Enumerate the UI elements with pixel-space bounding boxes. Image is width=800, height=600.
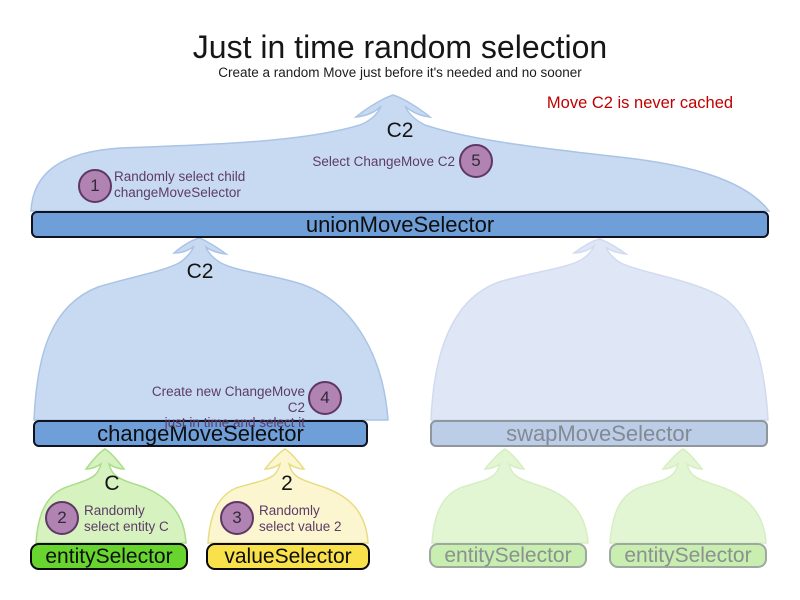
step-1-annotation: Randomly select child changeMoveSelector (114, 169, 246, 200)
move-label-change-output: C2 (186, 260, 214, 283)
step-2-badge: 2 (45, 501, 79, 535)
faded-entity-selector-bar-1: entitySelector (429, 543, 587, 568)
step-1-badge: 1 (78, 169, 112, 203)
swap-move-selector-bar: swapMoveSelector (430, 420, 768, 447)
faded-entity-2-funnel-arrow (609, 448, 767, 544)
value-selector-bar: valueSelector (206, 543, 370, 570)
step-2-annotation: Randomly select entity C (84, 503, 169, 534)
change-output-funnel-arrow (33, 237, 389, 421)
faded-entity-1-funnel-arrow (431, 448, 589, 544)
entity-selector-bar: entitySelector (30, 543, 188, 570)
step-5-annotation: Select ChangeMove C2 (312, 154, 455, 169)
move-label-entity-output: C (104, 472, 120, 495)
step-5-badge: 5 (459, 144, 493, 178)
move-label-value-output: 2 (281, 472, 293, 495)
union-move-selector-bar: unionMoveSelector (31, 211, 769, 238)
step-3-annotation: Randomly select value 2 (259, 503, 342, 534)
move-label-union-output: C2 (386, 119, 414, 142)
swap-output-funnel-arrow-faded (430, 238, 769, 421)
faded-entity-selector-bar-2: entitySelector (609, 543, 767, 568)
change-move-selector-bar: changeMoveSelector (33, 420, 368, 447)
step-4-annotation: Create new ChangeMove C2 just in time an… (151, 384, 305, 430)
never-cached-note: Move C2 is never cached (546, 94, 734, 112)
page-title: Just in time random selection (192, 29, 608, 65)
page-subtitle: Create a random Move just before it's ne… (218, 65, 582, 80)
step-3-badge: 3 (220, 501, 254, 535)
step-4-badge: 4 (308, 381, 342, 415)
union-output-funnel-arrow (30, 94, 771, 212)
